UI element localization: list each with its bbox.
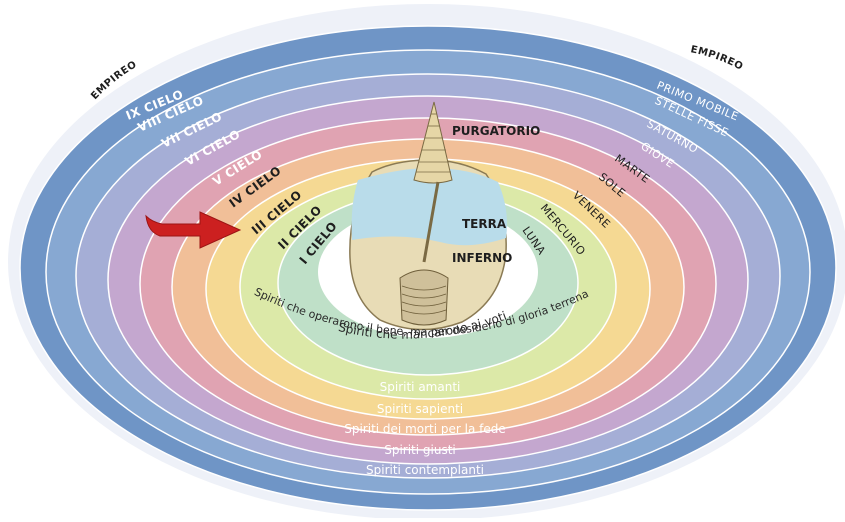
- spirit-label-3: Spiriti amanti: [380, 380, 461, 394]
- spirit-label-6: Spiriti giusti: [384, 443, 456, 457]
- purgatorio-label: PURGATORIO: [452, 124, 540, 138]
- spirit-label-5: Spiriti dei morti per la fede: [344, 422, 506, 436]
- inferno-label: INFERNO: [452, 251, 512, 265]
- inferno-funnel: [400, 270, 448, 325]
- terra-label: TERRA: [462, 217, 507, 231]
- spirit-label-4: Spiriti sapienti: [377, 402, 463, 416]
- spirit-label-7: Spiriti contemplanti: [366, 463, 484, 477]
